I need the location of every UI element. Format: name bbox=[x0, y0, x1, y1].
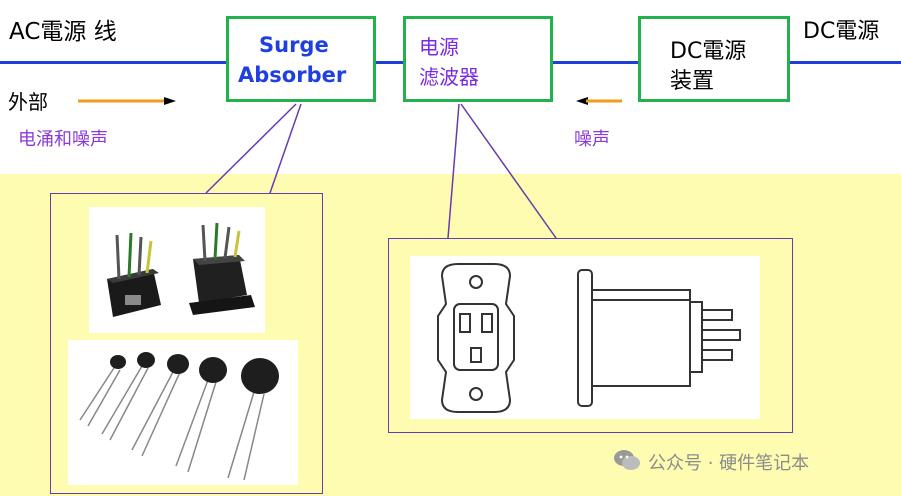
varistor-5-lead-b bbox=[243, 393, 265, 481]
surge-absorber-line2: Absorber bbox=[238, 63, 347, 87]
filter-components-frame bbox=[388, 238, 793, 433]
incoming-arrow-head bbox=[164, 97, 176, 105]
dc-power-device-box: DC電源 装置 bbox=[638, 16, 790, 102]
power-filter-line1: 电源 bbox=[419, 35, 459, 59]
wechat-icon bbox=[614, 450, 640, 470]
external-label: 外部 bbox=[8, 90, 48, 114]
module-left-label bbox=[125, 295, 141, 305]
power-filter-box: 电源 滤波器 bbox=[403, 16, 553, 102]
surge-callout-left bbox=[205, 103, 297, 194]
surge-module-image bbox=[107, 222, 255, 317]
inlet-pin-right bbox=[481, 313, 493, 333]
surge-absorber-line1: Surge bbox=[259, 33, 329, 57]
filter-tab-3 bbox=[701, 349, 733, 361]
dc-device-line1: DC電源 bbox=[670, 39, 747, 64]
surge-noise-label: 电涌和噪声 bbox=[18, 129, 108, 150]
module-right-pin-3 bbox=[223, 226, 231, 259]
noise-arrow-head bbox=[576, 97, 588, 105]
power-filter-line2: 滤波器 bbox=[419, 65, 479, 89]
varistor-4-lead-a bbox=[175, 379, 209, 467]
varistor-4-disc bbox=[199, 357, 227, 383]
filter-drawing-photo bbox=[410, 256, 760, 419]
varistor-image bbox=[79, 352, 279, 481]
noise-label: 噪声 bbox=[574, 129, 610, 150]
module-right-pin-1 bbox=[201, 224, 207, 262]
varistor-3-lead-b bbox=[141, 371, 181, 457]
module-left-pin-4 bbox=[145, 240, 153, 274]
module-left-pin-2 bbox=[127, 232, 133, 278]
varistor-4-lead-b bbox=[187, 381, 217, 473]
varistor-2-lead-b bbox=[109, 367, 149, 441]
watermark-text: 公众号 · 硬件笔记本 bbox=[648, 453, 810, 474]
inlet-pin-earth bbox=[470, 347, 482, 363]
inlet-socket bbox=[453, 303, 499, 371]
surge-absorber-box: Surge Absorber bbox=[226, 16, 376, 102]
module-left-pin-3 bbox=[137, 236, 143, 276]
dc-device-line2: 装置 bbox=[670, 69, 715, 94]
ac-line-label: AC電源 线 bbox=[9, 19, 117, 45]
varistor-1-lead-b bbox=[87, 369, 121, 427]
filter-callout-left bbox=[447, 103, 460, 239]
surge-callout-right bbox=[269, 103, 302, 194]
noise-arrow bbox=[576, 97, 622, 105]
varistor-5-lead-a bbox=[227, 391, 255, 479]
module-right-pin-2 bbox=[213, 222, 219, 260]
varistor-3-disc bbox=[167, 354, 189, 374]
varistor-2-disc bbox=[137, 352, 155, 368]
module-right-pin-4 bbox=[233, 230, 241, 258]
filter-side-flange bbox=[577, 269, 593, 407]
filter-side-collar bbox=[689, 301, 703, 373]
dc-source-label: DC電源 bbox=[803, 19, 880, 44]
inlet-mount-hole-top bbox=[469, 275, 483, 289]
surge-module-photo bbox=[89, 207, 265, 333]
varistor-5-disc bbox=[241, 358, 279, 394]
filter-tab-1 bbox=[701, 309, 733, 321]
inlet-mount-hole-bottom bbox=[469, 387, 483, 401]
varistor-photo bbox=[68, 340, 298, 485]
varistor-1-disc bbox=[110, 355, 126, 369]
varistor-3-lead-a bbox=[131, 369, 175, 451]
filter-side-body bbox=[591, 289, 691, 387]
filter-tab-2 bbox=[701, 329, 741, 341]
module-right-body bbox=[193, 255, 247, 303]
inlet-front-outline bbox=[437, 263, 515, 413]
varistor-1-lead-a bbox=[79, 367, 115, 421]
module-right-top bbox=[193, 255, 245, 265]
filter-callout-right bbox=[460, 103, 557, 239]
module-left-pin-1 bbox=[115, 234, 121, 280]
varistor-2-lead-a bbox=[101, 365, 143, 435]
inlet-pin-left bbox=[459, 313, 471, 333]
surge-components-frame bbox=[50, 193, 323, 494]
module-right-base bbox=[189, 295, 255, 315]
incoming-arrow bbox=[78, 97, 176, 105]
filter-drawing-image bbox=[437, 263, 741, 413]
